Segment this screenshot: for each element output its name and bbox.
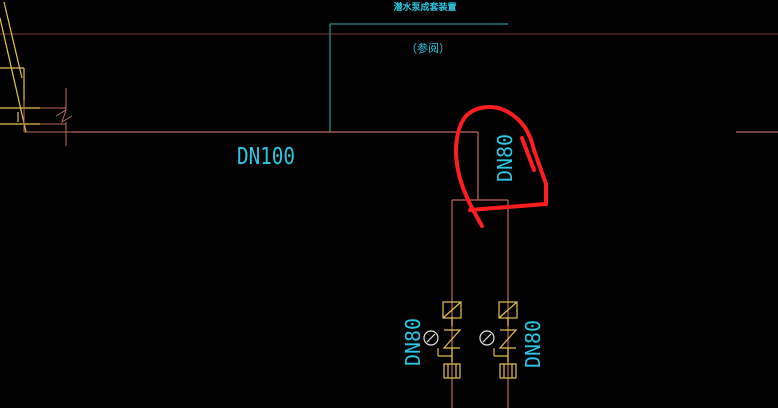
left-equipment-symbol <box>0 1 40 133</box>
left-pipe-break <box>23 88 73 146</box>
red-markup-tick <box>520 136 536 172</box>
riser-label: DN80 <box>493 134 517 182</box>
header-subnote-text: （参阅） <box>406 41 450 55</box>
leader-line <box>329 23 508 132</box>
left-pressure-gauge-icon <box>423 330 439 346</box>
main-pipe-label: DN100 <box>237 144 295 170</box>
branch-left-label: DN80 <box>401 318 425 366</box>
right-pressure-gauge-icon <box>479 330 495 346</box>
distribution-header <box>451 199 509 408</box>
left-branch-valve-set <box>437 301 462 379</box>
header-note-text: 潜水泵成套装置 <box>393 1 456 13</box>
right-branch-valve-set <box>493 301 518 379</box>
red-markup-annotation <box>454 105 548 228</box>
branch-right-label: DN80 <box>521 320 545 368</box>
